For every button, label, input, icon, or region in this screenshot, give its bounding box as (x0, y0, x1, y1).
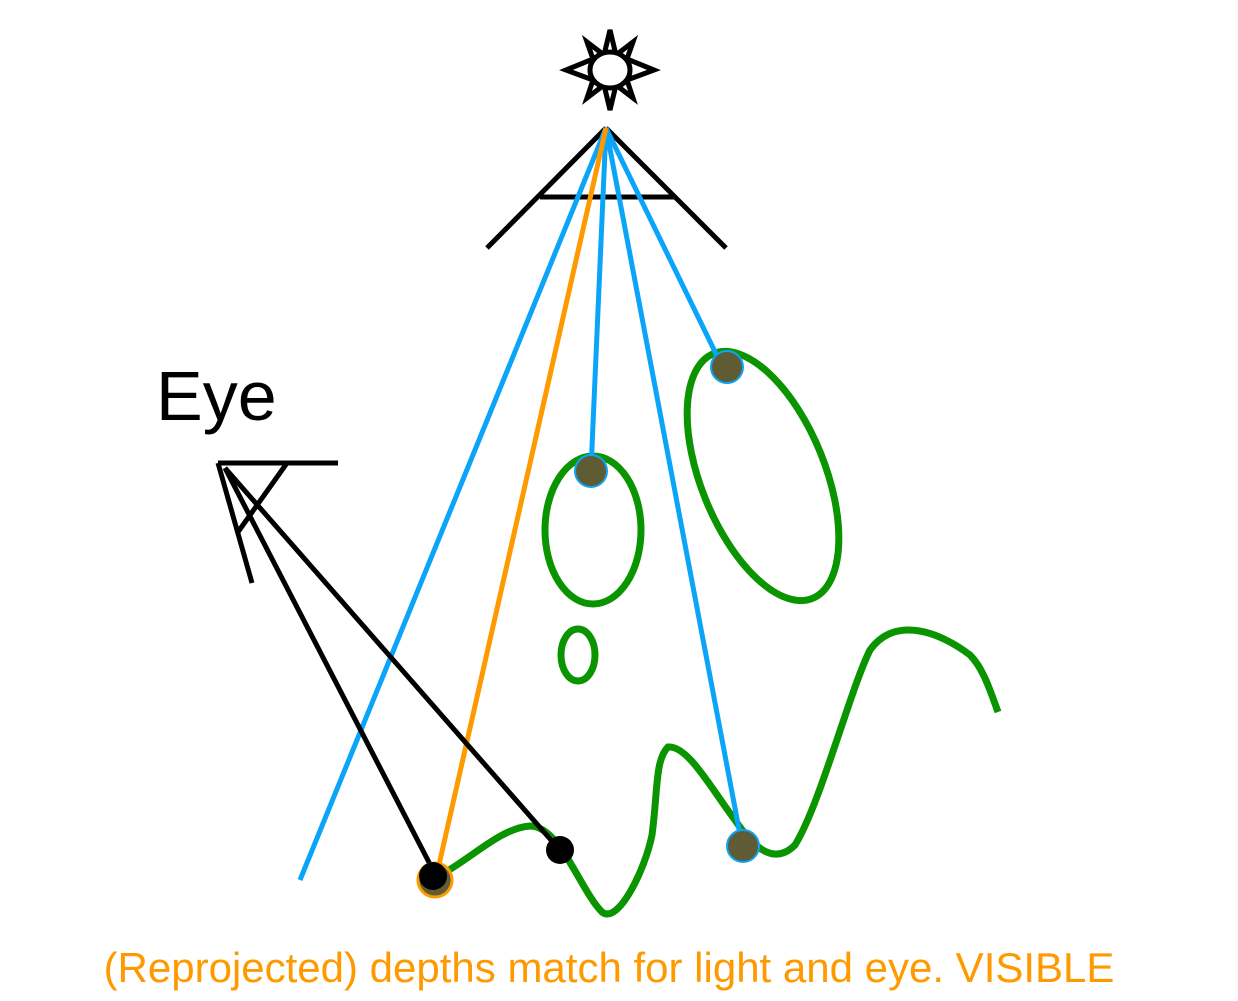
sample-point-ground (726, 829, 760, 863)
light-rays (297, 126, 745, 881)
caption: (Reprojected) depths match for light and… (104, 944, 1115, 991)
light-ray-left-boundary (297, 127, 609, 881)
tilted-ellipse-surface (683, 347, 843, 605)
light-ray-small-ellipse (588, 127, 609, 471)
sample-point-tilted-ellipse (710, 350, 744, 384)
scene-surfaces (435, 347, 1002, 918)
eye-hit-point-second (546, 836, 574, 864)
matching-light-ray (433, 127, 609, 879)
sample-points (416, 350, 760, 899)
ground-curve-surface (435, 626, 1002, 918)
tiny-ellipse-surface (557, 625, 599, 685)
light-frustum-icon (485, 126, 728, 250)
eye-label: Eye (156, 357, 277, 435)
eye-rays (222, 466, 560, 874)
sun-icon (559, 29, 661, 111)
eye-ray-second (223, 466, 560, 850)
light-ray-tilted-ellipse (603, 126, 723, 364)
eye-ray-visible (222, 466, 437, 874)
light-ray-ground (603, 127, 745, 846)
eye-frustum-icon (215, 460, 338, 584)
sample-point-small-ellipse (574, 454, 608, 488)
eye-hit-point-visible (419, 862, 447, 890)
